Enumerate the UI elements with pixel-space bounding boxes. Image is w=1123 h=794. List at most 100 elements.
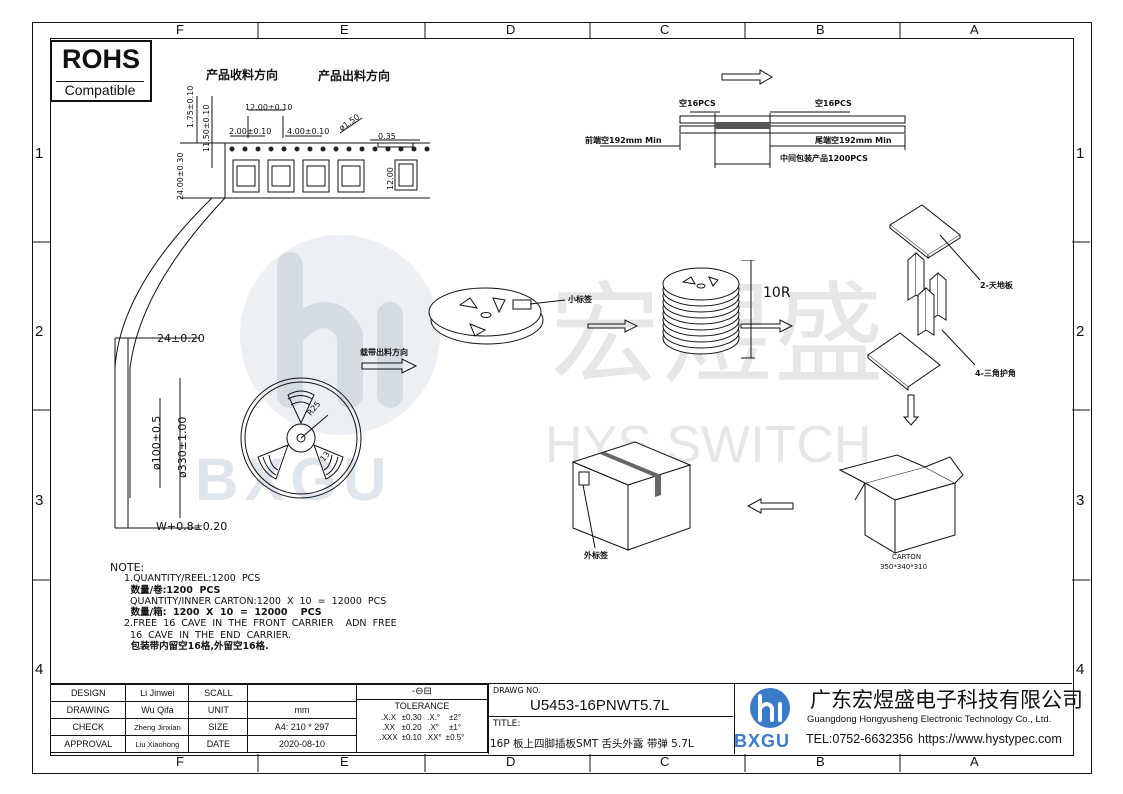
note-line-7: 包装带内留空16格,外留空16格. — [124, 641, 269, 653]
zone-bottom-b: B — [816, 754, 825, 769]
zone-top-b: B — [816, 22, 825, 37]
tol-r2-c2: ±0.20 — [401, 722, 422, 732]
drawing-title-value: 16P 板上四脚插板SMT 舌头外露 带弹 5.7L — [490, 738, 694, 750]
zone-left-2: 2 — [35, 323, 44, 340]
zone-bottom-e: E — [340, 754, 349, 769]
dim-2-00: 2.00±0.10 — [229, 127, 272, 136]
corner-protector-label: 4-三角护角 — [975, 369, 1016, 378]
note-line-2: 数量/卷:1200 PCS — [124, 584, 221, 596]
zone-bottom-c: C — [660, 754, 670, 769]
receive-direction-label: 产品收料方向 — [206, 68, 279, 82]
company-tel: TEL:0752-6632356 — [806, 732, 914, 746]
top-bottom-board-label: 2-天地板 — [980, 281, 1013, 290]
reel-stack-diagram — [428, 260, 794, 359]
company-website: https://www.hystypec.com — [918, 732, 1062, 746]
reel-hub-dim: ø100±0.5 — [150, 415, 163, 470]
tol-r1-c4: ±2° — [449, 712, 462, 722]
note-line-5: 2.FREE 16 CAVE IN THE FRONT CARRIER ADN … — [124, 618, 397, 630]
carrier-tape-diagram — [114, 96, 430, 529]
zone-top-c: C — [660, 22, 670, 37]
reel-w-tol: W+0.8±0.20 — [156, 520, 228, 533]
note-line-1: 1.QUANTITY/REEL:1200 PCS — [124, 573, 261, 585]
small-label-callout: 小标签 — [568, 295, 592, 304]
drawing-title-divider — [488, 716, 733, 717]
zone-right-1: 1 — [1076, 145, 1085, 162]
approval-value: Liu Xiaohong — [125, 735, 190, 753]
carton-open — [838, 454, 964, 554]
tol-r3-c4: ±0.5° — [445, 732, 465, 742]
date-label: DATE — [188, 735, 249, 753]
design-label: DESIGN — [49, 684, 127, 702]
tol-r2-c4: ±1° — [449, 722, 462, 732]
tol-r2-c1: .XX — [382, 722, 395, 732]
feed-direction-label: 载带出料方向 — [360, 348, 408, 357]
approval-label: APPROVAL — [49, 735, 127, 753]
tolerance-cell: -⊖⊟ TOLERANCE .X.X±0.30.X.°±2° .XX±0.20.… — [355, 684, 489, 753]
feed-direction-arrow — [361, 358, 418, 374]
check-label: CHECK — [49, 718, 127, 736]
outer-label-callout: 外标签 — [584, 551, 608, 560]
dim-4-00: 4.00±0.10 — [287, 127, 330, 136]
tol-r3-c3: .XX° — [425, 732, 442, 742]
title-label: TITLE: — [493, 719, 521, 729]
unit-label: UNIT — [188, 701, 249, 719]
tol-r2-c3: .X° — [428, 722, 439, 732]
size-value: A4: 210 * 297 — [247, 718, 357, 736]
company-logo-icon — [750, 688, 790, 728]
notes-block: NOTE: 1.QUANTITY/REEL:1200 PCS 数量/卷:1200… — [110, 562, 397, 652]
tol-r1-c2: ±0.30 — [401, 712, 422, 722]
carton-size: 350*340*310 — [880, 563, 928, 571]
rohs-subtitle: Compatible — [56, 81, 144, 98]
dim-1-75: 1.75±0.10 — [186, 85, 195, 128]
leader-front-length: 前端空192mm Min — [585, 136, 662, 145]
notes-title: NOTE: — [110, 561, 145, 574]
zone-top-a: A — [970, 22, 979, 37]
watermark-logo — [240, 235, 440, 435]
dim-11-50: 11.50±0.10 — [202, 104, 211, 152]
title-block-left-table: DESIGN Li Jinwei SCALL -⊖⊟ TOLERANCE .X.… — [49, 684, 489, 753]
zone-right-4: 4 — [1076, 661, 1085, 678]
dim-0-35: 0.35 — [378, 132, 396, 141]
tolerance-symbol: -⊖⊟ — [356, 685, 487, 700]
rohs-badge: ROHS Compatible — [50, 40, 152, 102]
drawing-label: DRAWING — [49, 701, 127, 719]
note-line-4: 数量/箱: 1200 X 10 = 12000 PCS — [124, 607, 322, 619]
drawing-inner-frame — [50, 38, 1074, 756]
company-name-en: Guangdong Hongyusheng Electronic Technol… — [807, 714, 1052, 725]
zone-right-2: 2 — [1076, 323, 1085, 340]
zone-bottom-a: A — [970, 754, 979, 769]
packing-components — [867, 204, 981, 426]
note-line-6: 16 CAVE IN THE END CARRIER. — [124, 629, 292, 641]
reel-front-view — [240, 377, 362, 499]
note-line-3: QUANTITY/INNER CARTON:1200 X 10 = 12000 … — [124, 595, 387, 607]
carton-closed — [571, 441, 692, 551]
scall-label: SCALL — [188, 684, 249, 702]
design-value: Li Jinwei — [125, 684, 190, 702]
stack-count: 10R — [763, 285, 791, 301]
reel-dia-dim: ø330±1.00 — [176, 416, 189, 478]
tolerance-table: .X.X±0.30.X.°±2° .XX±0.20.X°±1° .XXX±0.1… — [377, 712, 466, 742]
check-value: Zheng Jinxian — [125, 718, 190, 736]
tol-r1-c1: .X.X — [380, 712, 397, 722]
zone-top-d: D — [506, 22, 516, 37]
unit-value: mm — [247, 701, 357, 719]
zone-left-1: 1 — [35, 145, 44, 162]
title-block — [50, 683, 1072, 755]
scall-value — [247, 684, 357, 702]
zone-top-e: E — [340, 22, 349, 37]
leader-middle-products: 中间包装产品1200PCS — [780, 154, 868, 163]
leader-empty-front: 空16PCS — [679, 99, 716, 108]
rohs-title: ROHS — [61, 44, 140, 74]
carton-label: CARTON — [892, 553, 922, 561]
tol-r3-c2: ±0.10 — [401, 732, 422, 742]
drawing-outer-frame — [32, 22, 1092, 774]
drawing-number-box — [488, 684, 735, 754]
reel-width-dim: 24±0.20 — [157, 332, 205, 345]
zone-left-4: 4 — [35, 661, 44, 678]
dim-24-00: 24.00±0.30 — [176, 152, 185, 200]
tol-r1-c3: .X.° — [427, 712, 441, 722]
output-direction-label: 产品出料方向 — [318, 69, 391, 83]
zone-bottom-d: D — [506, 754, 516, 769]
zone-top-f: F — [176, 22, 184, 37]
